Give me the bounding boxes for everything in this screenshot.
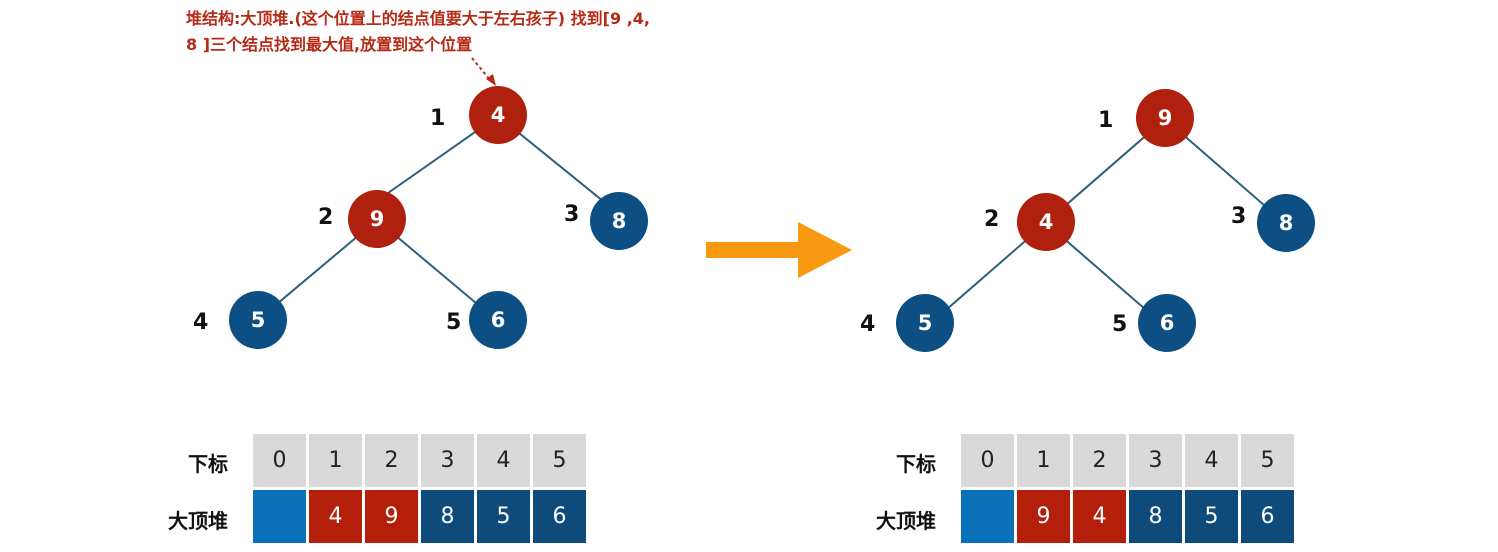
index-cell-after-1: 1: [1017, 434, 1070, 487]
value-cell-after-2: 4: [1073, 490, 1126, 543]
value-cell-after-0: [961, 490, 1014, 543]
row-label-index-after: 下标: [896, 452, 936, 476]
annotation-line-2: 8 ]三个结点找到最大值,放置到这个位置: [186, 35, 473, 54]
tree-index-before-4: 4: [193, 310, 209, 335]
value-cell-before-5: 6: [533, 490, 586, 543]
transition-arrow-shape: [706, 222, 852, 278]
tree-node-after-3: 8: [1257, 194, 1315, 252]
tree-index-after-3: 3: [1231, 204, 1247, 229]
index-cell-after-4: 4: [1185, 434, 1238, 487]
value-cell-after-5: 6: [1241, 490, 1294, 543]
tree-node-after-2: 4: [1017, 193, 1075, 251]
row-label-index-before: 下标: [188, 452, 228, 476]
value-cell-before-1: 4: [309, 490, 362, 543]
index-cell-before-1: 1: [309, 434, 362, 487]
tree-node-before-2: 9: [348, 190, 406, 248]
tree-index-before-2: 2: [318, 205, 334, 230]
value-cell-after-3: 8: [1129, 490, 1182, 543]
annotation-line-1: 堆结构:大顶堆.(这个位置上的结点值要大于左右孩子) 找到[9 ,4,: [186, 9, 650, 28]
index-cell-after-3: 3: [1129, 434, 1182, 487]
transition-arrow-icon: [706, 222, 852, 278]
pointer-head: [486, 74, 496, 86]
tree-node-before-1: 4: [469, 86, 527, 144]
index-cell-after-5: 5: [1241, 434, 1294, 487]
index-cell-after-0: 0: [961, 434, 1014, 487]
tree-index-after-1: 1: [1098, 108, 1114, 133]
value-cell-after-1: 9: [1017, 490, 1070, 543]
row-label-heap-before: 大顶堆: [168, 509, 228, 533]
value-cell-before-3: 8: [421, 490, 474, 543]
annotation-note: 堆结构:大顶堆.(这个位置上的结点值要大于左右孩子) 找到[9 ,4, 8 ]三…: [186, 6, 746, 58]
tree-index-after-2: 2: [984, 207, 1000, 232]
index-cell-before-0: 0: [253, 434, 306, 487]
tree-node-before-4: 5: [229, 291, 287, 349]
pointer-line: [471, 57, 491, 81]
value-cell-before-2: 9: [365, 490, 418, 543]
tree-index-after-5: 5: [1112, 312, 1128, 337]
tree-index-before-1: 1: [430, 106, 446, 131]
tree-index-before-3: 3: [564, 202, 580, 227]
tree-node-before-5: 6: [469, 291, 527, 349]
index-cell-before-4: 4: [477, 434, 530, 487]
index-cell-after-2: 2: [1073, 434, 1126, 487]
tree-node-after-4: 5: [896, 294, 954, 352]
index-cell-before-2: 2: [365, 434, 418, 487]
tree-node-after-1: 9: [1136, 89, 1194, 147]
row-label-heap-after: 大顶堆: [876, 509, 936, 533]
tree-node-after-5: 6: [1138, 294, 1196, 352]
tree-index-before-5: 5: [446, 310, 462, 335]
tree-node-before-3: 8: [590, 192, 648, 250]
index-cell-before-5: 5: [533, 434, 586, 487]
tree-index-after-4: 4: [860, 312, 876, 337]
index-cell-before-3: 3: [421, 434, 474, 487]
value-cell-before-0: [253, 490, 306, 543]
value-cell-after-4: 5: [1185, 490, 1238, 543]
value-cell-before-4: 5: [477, 490, 530, 543]
